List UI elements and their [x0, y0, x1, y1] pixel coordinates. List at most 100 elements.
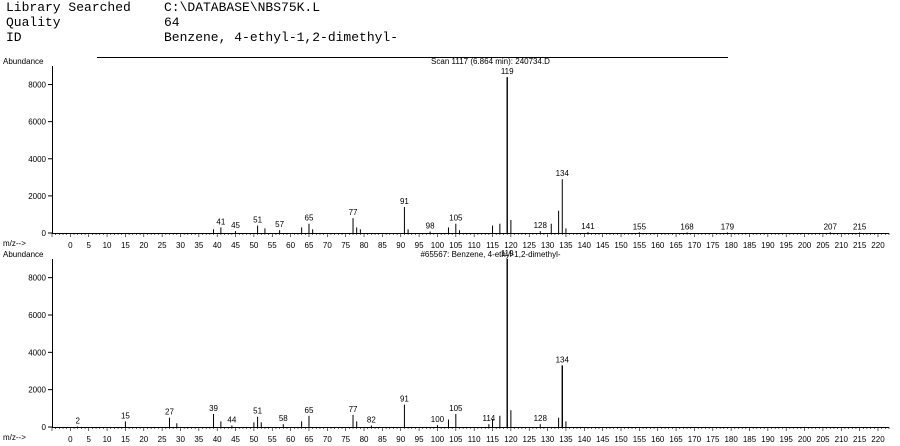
x-tick-label: 95: [415, 241, 424, 250]
x-axis-title: m/z-->: [3, 433, 26, 442]
x-tick-label: 175: [706, 241, 720, 250]
x-tick-label: 110: [468, 435, 481, 444]
x-tick-label: 115: [486, 241, 499, 250]
peak-label: 77: [349, 208, 358, 217]
x-tick-label: 130: [541, 241, 555, 250]
x-tick-label: 200: [798, 435, 812, 444]
peak-label: 58: [279, 414, 288, 423]
x-tick-label: 205: [816, 241, 830, 250]
x-tick-label: 100: [431, 241, 445, 250]
peak-label: 65: [305, 214, 314, 223]
peak-label: 44: [227, 416, 236, 425]
x-tick-label: 160: [651, 435, 665, 444]
x-tick-label: 120: [504, 241, 518, 250]
peak-label: 27: [165, 408, 174, 417]
x-tick-label: 140: [578, 435, 592, 444]
quality-label: Quality: [6, 15, 61, 30]
x-tick-label: 20: [139, 435, 148, 444]
x-tick-label: 145: [596, 241, 610, 250]
x-tick-label: 130: [541, 435, 555, 444]
x-tick-label: 15: [121, 435, 130, 444]
peak-label: 100: [431, 415, 445, 424]
library-row: Library Searched C:\DATABASE\NBS75K.L: [6, 0, 398, 15]
x-tick-label: 25: [158, 241, 167, 250]
y-tick-label: 6000: [28, 118, 46, 127]
peak-label: 57: [275, 220, 284, 229]
x-tick-label: 40: [213, 435, 222, 444]
id-row: ID Benzene, 4-ethyl-1,2-dimethyl-: [6, 30, 398, 45]
x-tick-label: 25: [158, 435, 167, 444]
x-tick-label: 90: [396, 435, 405, 444]
x-axis-title: m/z-->: [3, 239, 26, 248]
x-tick-label: 5: [86, 435, 91, 444]
x-tick-label: 45: [231, 241, 240, 250]
y-tick-label: 2000: [28, 386, 46, 395]
x-tick-label: 50: [249, 435, 258, 444]
x-tick-label: 100: [431, 435, 445, 444]
y-tick-label: 2000: [28, 192, 46, 201]
peak-label: 128: [534, 221, 548, 230]
peak-label: 105: [449, 404, 463, 413]
x-tick-label: 70: [323, 241, 332, 250]
x-tick-label: 145: [596, 435, 610, 444]
x-tick-label: 55: [268, 435, 277, 444]
x-tick-label: 155: [633, 435, 647, 444]
chart-title: Scan 1117 (6.864 min): 240734.D: [431, 57, 550, 66]
x-tick-label: 60: [286, 435, 295, 444]
x-tick-label: 60: [286, 241, 295, 250]
quality-value: 64: [164, 15, 180, 30]
peak-label: 134: [556, 169, 570, 178]
x-tick-label: 105: [449, 241, 463, 250]
x-tick-label: 150: [614, 241, 628, 250]
id-value: Benzene, 4-ethyl-1,2-dimethyl-: [164, 30, 399, 45]
peak-label: 39: [209, 404, 218, 413]
id-label: ID: [6, 30, 22, 45]
y-tick-label: 4000: [28, 155, 46, 164]
search-header: Library Searched C:\DATABASE\NBS75K.L Qua…: [6, 0, 398, 45]
peak-label: 105: [449, 214, 463, 223]
x-tick-label: 10: [103, 435, 112, 444]
x-tick-label: 170: [688, 241, 702, 250]
peak-label: 15: [121, 411, 130, 420]
x-tick-label: 80: [360, 241, 369, 250]
library-value: C:\DATABASE\NBS75K.L: [164, 0, 321, 15]
x-tick-label: 220: [871, 241, 885, 250]
peak-label: 207: [824, 222, 838, 231]
peak-label: 65: [305, 406, 314, 415]
x-tick-label: 185: [743, 435, 757, 444]
x-tick-label: 190: [761, 435, 775, 444]
x-tick-label: 75: [341, 435, 350, 444]
x-tick-label: 135: [559, 435, 573, 444]
x-tick-label: 175: [706, 435, 720, 444]
x-tick-label: 30: [176, 435, 185, 444]
quality-row: Quality 64: [6, 15, 398, 30]
peak-label: 128: [534, 414, 548, 423]
x-tick-label: 140: [578, 241, 592, 250]
x-tick-label: 135: [559, 241, 573, 250]
x-tick-label: 70: [323, 435, 332, 444]
y-tick-label: 0: [42, 423, 47, 432]
y-tick-label: 8000: [28, 81, 46, 90]
x-tick-label: 75: [341, 241, 350, 250]
peak-label: 51: [253, 216, 262, 225]
x-tick-label: 65: [305, 435, 314, 444]
x-tick-label: 0: [68, 435, 73, 444]
chart-title: #65567: Benzene, 4-ethyl-1,2-dimethyl-: [420, 250, 560, 259]
y-axis-title: Abundance: [3, 250, 44, 259]
peak-label: 77: [349, 405, 358, 414]
peak-label: 215: [853, 222, 867, 231]
x-tick-label: 105: [449, 435, 463, 444]
library-label: Library Searched: [6, 0, 131, 15]
peak-label: 82: [367, 416, 376, 425]
peak-label: 98: [426, 222, 435, 231]
x-tick-label: 125: [523, 435, 537, 444]
x-tick-label: 195: [780, 241, 794, 250]
x-tick-label: 5: [86, 241, 91, 250]
y-tick-label: 0: [42, 229, 47, 238]
x-tick-label: 170: [688, 435, 702, 444]
x-tick-label: 195: [780, 435, 794, 444]
peak-label: 51: [253, 407, 262, 416]
x-tick-label: 155: [633, 241, 647, 250]
x-tick-label: 185: [743, 241, 757, 250]
peak-label: 91: [400, 197, 409, 206]
